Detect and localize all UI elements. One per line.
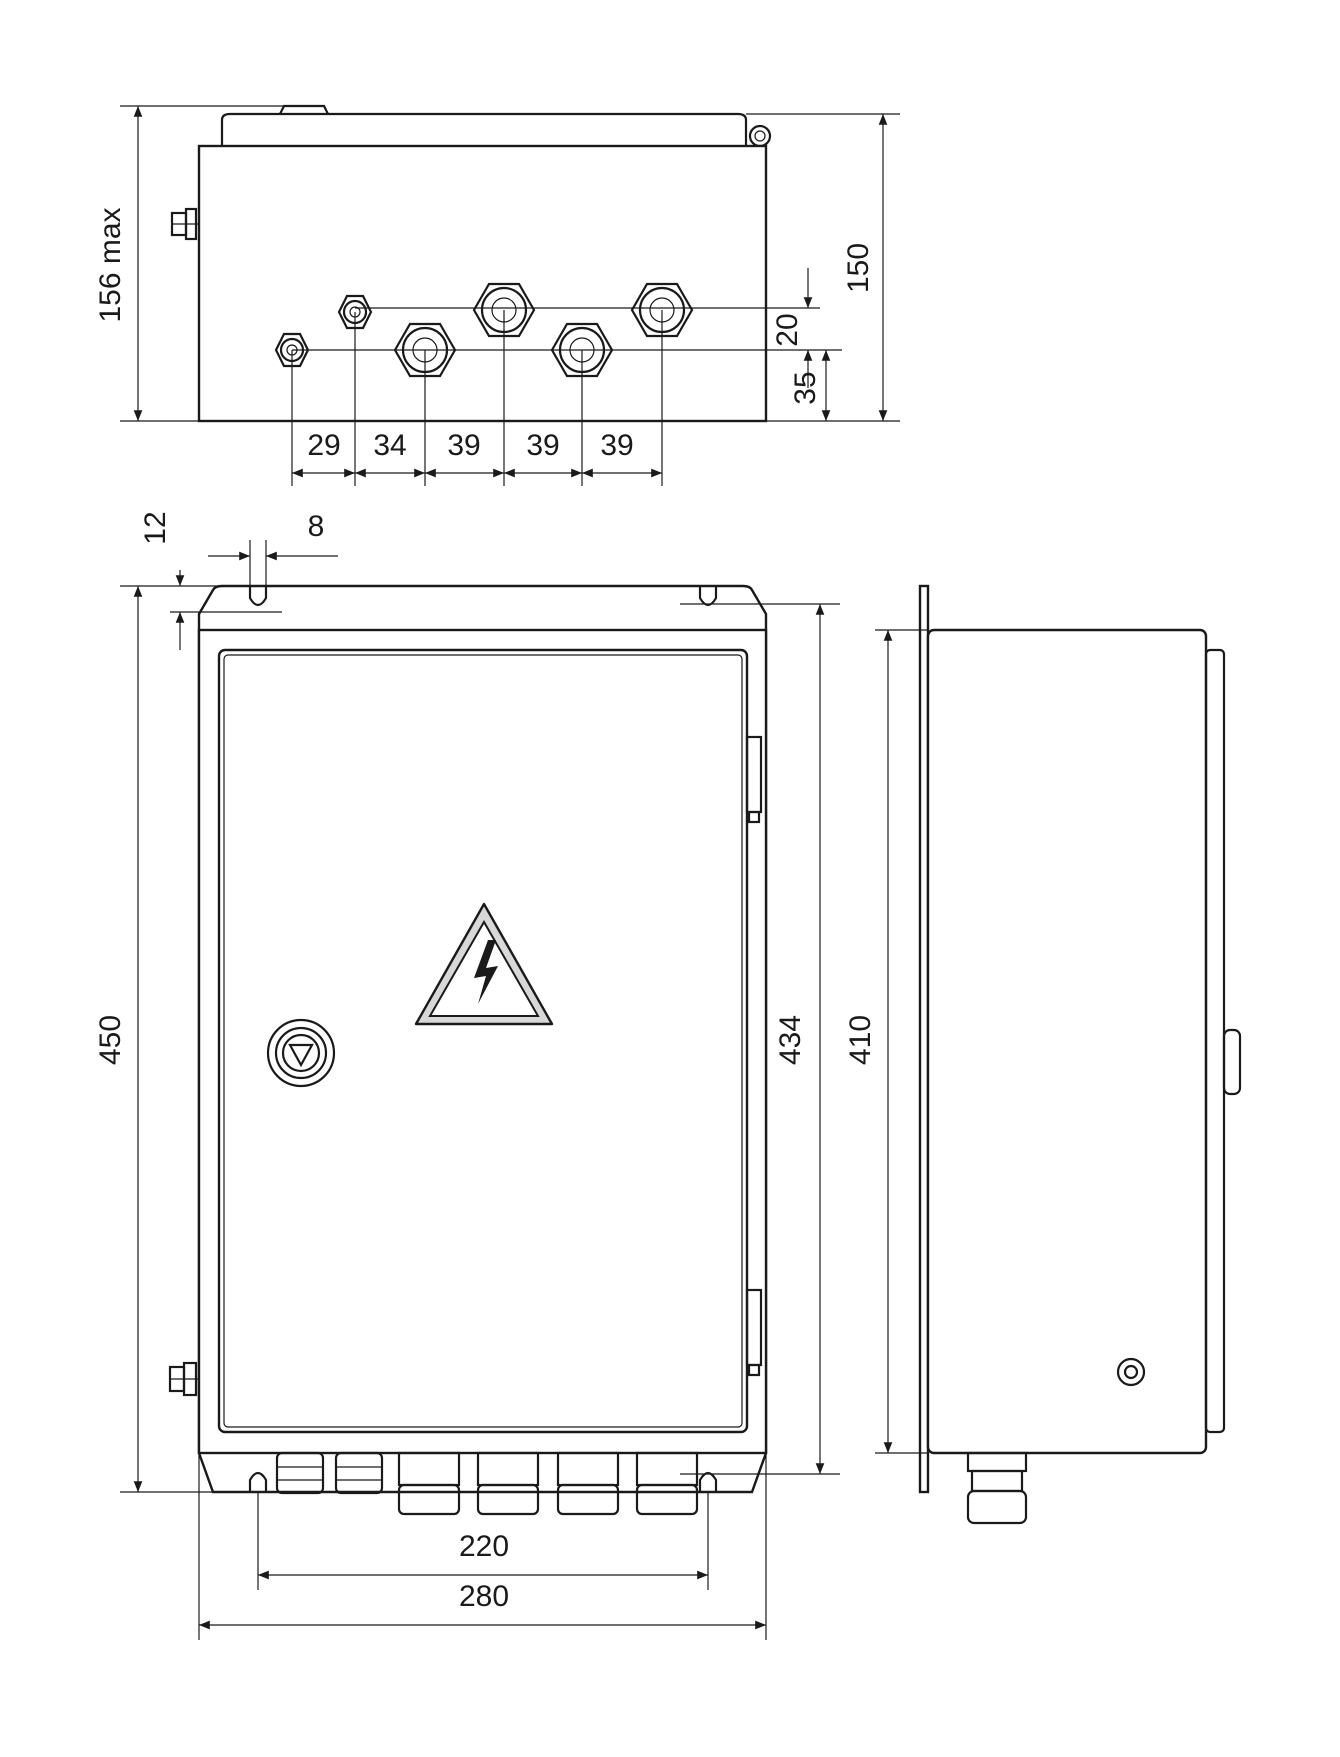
side-cable-gland xyxy=(966,1451,1028,1525)
door-hinges xyxy=(745,735,763,1377)
spacing-label-4: 39 xyxy=(526,429,559,462)
side-ground-bolt xyxy=(1116,1357,1146,1387)
height-max-label: 156 max xyxy=(94,207,127,322)
slot-offset-label: 12 xyxy=(139,511,172,544)
side-door-edge xyxy=(1204,648,1226,1434)
spacing-label-2: 34 xyxy=(373,429,406,462)
high-voltage-warning-icon xyxy=(414,902,554,1026)
total-height-label: 450 xyxy=(94,1015,127,1065)
slot-bottom-right xyxy=(698,1471,718,1492)
top-body xyxy=(197,144,768,423)
slot-top-right xyxy=(698,586,718,607)
top-view: 29 34 39 39 39 156 max 150 20 35 xyxy=(94,104,900,486)
front-view: 12 8 450 434 220 280 xyxy=(94,510,840,1640)
spacing-label-3: 39 xyxy=(447,429,480,462)
row-offset-label: 20 xyxy=(771,313,804,346)
body-height-label: 410 xyxy=(844,1015,877,1065)
ground-bolt-top xyxy=(170,207,199,241)
spacing-label-1: 29 xyxy=(307,429,340,462)
side-body xyxy=(926,628,1208,1455)
lid-handle xyxy=(279,104,329,115)
bottom-cable-glands xyxy=(275,1451,699,1516)
enclosure-door xyxy=(217,648,749,1434)
hole-spacing-label: 434 xyxy=(774,1015,807,1065)
hinge-pin xyxy=(748,124,772,148)
side-lock xyxy=(1222,1028,1242,1096)
ground-bolt-front xyxy=(168,1361,199,1397)
slot-bottom-left xyxy=(248,1471,268,1492)
spacing-dimension: 29 34 39 39 39 xyxy=(292,429,662,478)
lid-outline xyxy=(220,112,748,146)
height-label: 150 xyxy=(842,243,875,293)
total-width-label: 280 xyxy=(459,1580,509,1613)
base-offset-label: 35 xyxy=(789,371,822,404)
slot-top-left xyxy=(248,586,268,607)
spacing-label-5: 39 xyxy=(600,429,633,462)
side-view: 410 xyxy=(844,584,1242,1525)
mount-spacing-label: 220 xyxy=(459,1530,509,1563)
slot-width-label: 8 xyxy=(308,510,325,543)
door-lock-icon[interactable] xyxy=(266,1018,336,1088)
